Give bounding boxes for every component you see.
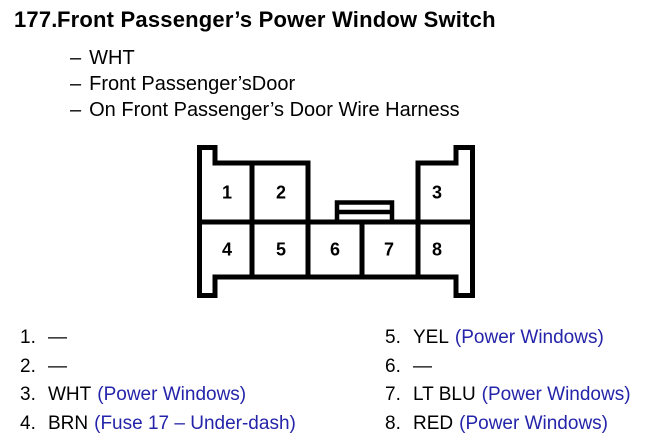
cell-divider-lines xyxy=(249,163,421,277)
housing-outline xyxy=(197,145,475,298)
heading: 177. Front Passenger’s Power Window Swit… xyxy=(0,7,670,37)
wire-color: BRN xyxy=(48,412,89,434)
detail-line-wire-color: –WHT xyxy=(70,45,460,71)
wire-color: YEL xyxy=(413,327,449,348)
pin-number: 8. xyxy=(385,412,401,434)
circuit-link[interactable]: (Power Windows) xyxy=(481,384,631,405)
detail-line-location: –Front Passenger’sDoor xyxy=(70,71,460,97)
connector-pin-2: 2 xyxy=(275,182,287,203)
pin-row-8: 8. RED (Power Windows) xyxy=(385,410,631,439)
circuit-link[interactable]: (Fuse 17 – Under-dash) xyxy=(94,412,296,434)
pin-row-7: 7. LT BLU (Power Windows) xyxy=(385,381,631,410)
detail-list: –WHT –Front Passenger’sDoor –On Front Pa… xyxy=(70,45,460,123)
connector-pin-7: 7 xyxy=(383,239,395,260)
detail-text: On Front Passenger’s Door Wire Harness xyxy=(89,99,460,121)
pin-list-left: 1. — 2. — 3. WHT (Power Windows) 4. BRN … xyxy=(20,324,296,438)
detail-text: Front Passenger’sDoor xyxy=(89,73,296,95)
connector-pin-8: 8 xyxy=(431,239,443,260)
connector-pin-6: 6 xyxy=(329,239,341,260)
pin-number: 5. xyxy=(385,327,401,348)
connector-pin-5: 5 xyxy=(275,239,287,260)
pin-number: 4. xyxy=(20,412,36,434)
pin-number: 7. xyxy=(385,384,401,405)
pin-row-1: 1. — xyxy=(20,324,296,353)
pin-row-3: 3. WHT (Power Windows) xyxy=(20,381,296,410)
dash-bullet: – xyxy=(70,99,82,121)
dash-bullet: – xyxy=(70,47,82,69)
pin-list-right: 5. YEL (Power Windows) 6. — 7. LT BLU (P… xyxy=(385,324,631,438)
pin-number: 6. xyxy=(385,355,401,377)
connector-diagram: 1 2 3 4 5 6 7 8 xyxy=(197,145,475,298)
pin-row-5: 5. YEL (Power Windows) xyxy=(385,324,631,353)
wire-color: — xyxy=(413,355,432,377)
page-title: Front Passenger’s Power Window Switch xyxy=(57,7,496,32)
latch-tab xyxy=(334,200,395,222)
pin-row-4: 4. BRN (Fuse 17 – Under-dash) xyxy=(20,410,296,439)
pin-row-6: 6. — xyxy=(385,353,631,382)
pin-number: 2. xyxy=(20,355,36,377)
wire-color: RED xyxy=(413,412,454,434)
circuit-link[interactable]: (Power Windows) xyxy=(459,412,608,434)
connector-pin-1: 1 xyxy=(221,182,233,203)
connector-pin-3: 3 xyxy=(431,182,443,203)
pin-row-2: 2. — xyxy=(20,353,296,382)
connector-pin-4: 4 xyxy=(221,239,233,260)
dash-bullet: – xyxy=(70,73,82,95)
detail-text: WHT xyxy=(89,47,135,69)
wire-color: — xyxy=(48,327,67,348)
wire-color: LT BLU xyxy=(413,384,476,405)
circuit-link[interactable]: (Power Windows) xyxy=(454,327,604,348)
circuit-link[interactable]: (Power Windows) xyxy=(97,384,247,405)
connector-outline-drawing xyxy=(197,145,475,298)
pin-number: 1. xyxy=(20,327,36,348)
item-number: 177. xyxy=(14,7,58,32)
detail-line-harness: –On Front Passenger’s Door Wire Harness xyxy=(70,97,460,123)
wire-color: — xyxy=(48,355,67,377)
wire-color: WHT xyxy=(48,384,92,405)
pin-number: 3. xyxy=(20,384,36,405)
